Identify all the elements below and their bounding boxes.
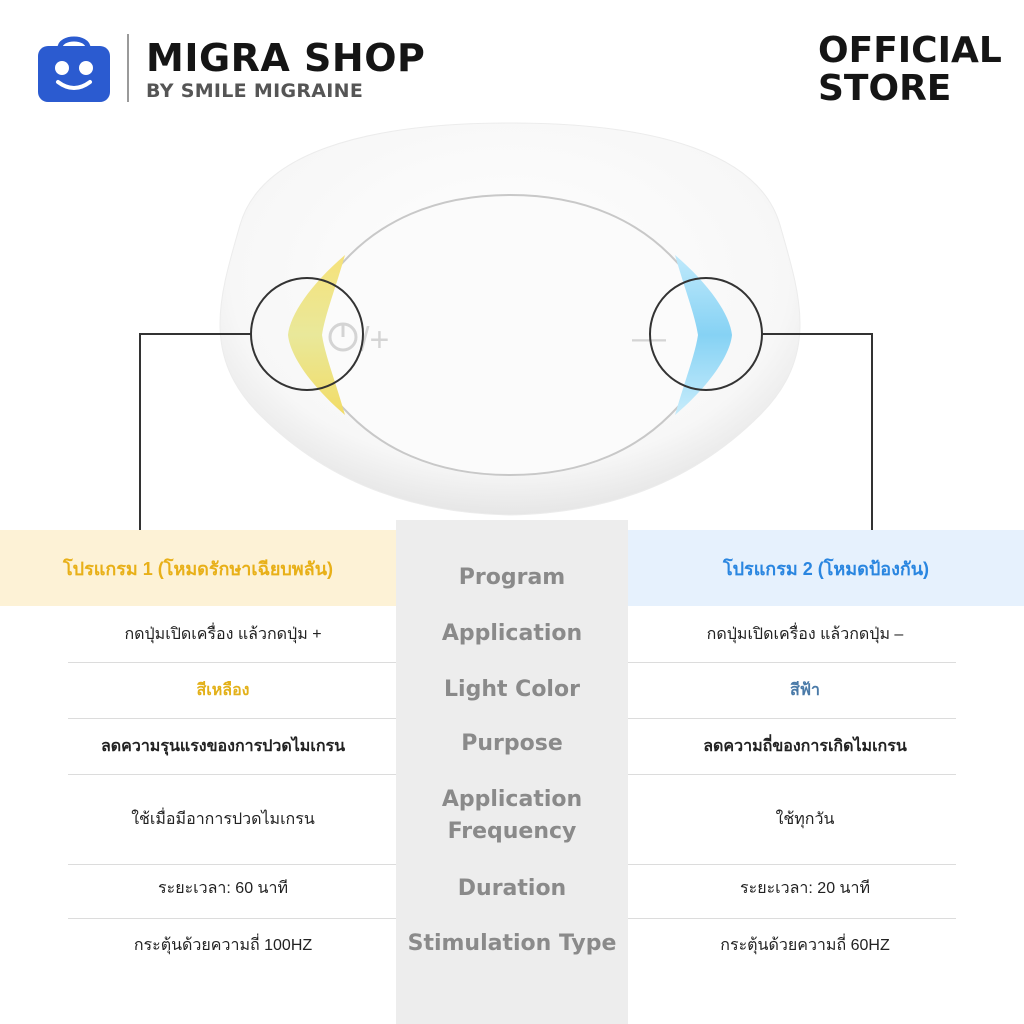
light-color-left: สีเหลือง bbox=[196, 681, 250, 699]
purpose-label: Purpose bbox=[461, 731, 563, 756]
light-color-label: Light Color bbox=[444, 677, 580, 702]
purpose-left: ลดความรุนแรงของการปวดไมเกรน bbox=[100, 737, 346, 755]
frequency-right: ใช้ทุกวัน bbox=[775, 810, 835, 828]
stimulation-label: Stimulation Type bbox=[407, 931, 617, 956]
duration-left: ระยะเวลา: 60 นาที bbox=[158, 879, 288, 897]
frequency-label-line2: Frequency bbox=[447, 819, 577, 844]
stimulation-left: กระตุ้นด้วยความถี่ 100HZ bbox=[133, 936, 313, 954]
row-divider bbox=[68, 774, 396, 775]
duration-right: ระยะเวลา: 20 นาที bbox=[740, 879, 870, 897]
official-store-label: OFFICIAL STORE bbox=[818, 32, 1002, 108]
program2-band bbox=[628, 530, 1024, 606]
row-divider bbox=[68, 662, 396, 663]
brand-subtitle: BY SMILE MIGRAINE bbox=[146, 80, 364, 102]
program2-title: โปรแกรม 2 (โหมดป้องกัน) bbox=[722, 558, 930, 579]
frequency-left: ใช้เมื่อมีอาการปวดไมเกรน bbox=[131, 810, 315, 828]
stimulation-right: กระตุ้นด้วยความถี่ 60HZ bbox=[720, 936, 890, 954]
purpose-right: ลดความถี่ของการเกิดไมเกรน bbox=[703, 737, 907, 755]
row-divider bbox=[628, 864, 956, 865]
application-label: Application bbox=[441, 621, 583, 646]
row-divider bbox=[628, 662, 956, 663]
row-divider bbox=[68, 864, 396, 865]
light-color-right: สีฟ้า bbox=[789, 681, 821, 699]
frequency-label: Application Frequency bbox=[396, 780, 628, 852]
device-illustration: /+ — bbox=[219, 122, 801, 516]
frequency-label-line1: Application bbox=[441, 787, 583, 812]
row-divider bbox=[68, 918, 396, 919]
row-divider bbox=[628, 918, 956, 919]
brand-title: MIGRA SHOP bbox=[146, 36, 426, 80]
official-line-2: STORE bbox=[818, 68, 952, 109]
header-divider bbox=[127, 34, 129, 102]
minus-symbol: — bbox=[632, 319, 666, 357]
application-left: กดปุ่มเปิดเครื่อง แล้วกดปุ่ม + bbox=[124, 625, 322, 643]
program1-band bbox=[0, 530, 396, 606]
program1-title: โปรแกรม 1 (โหมดรักษาเฉียบพลัน) bbox=[62, 558, 333, 579]
official-line-1: OFFICIAL bbox=[818, 30, 1002, 71]
row-divider bbox=[628, 774, 956, 775]
shopping-bag-logo-icon bbox=[38, 36, 110, 102]
row-divider bbox=[68, 718, 396, 719]
program-label: Program bbox=[458, 565, 566, 590]
center-column-bg bbox=[396, 520, 628, 1024]
plus-symbol: /+ bbox=[360, 321, 389, 359]
application-right: กดปุ่มเปิดเครื่อง แล้วกดปุ่ม – bbox=[706, 625, 904, 643]
row-divider bbox=[628, 718, 956, 719]
duration-label: Duration bbox=[457, 876, 567, 901]
